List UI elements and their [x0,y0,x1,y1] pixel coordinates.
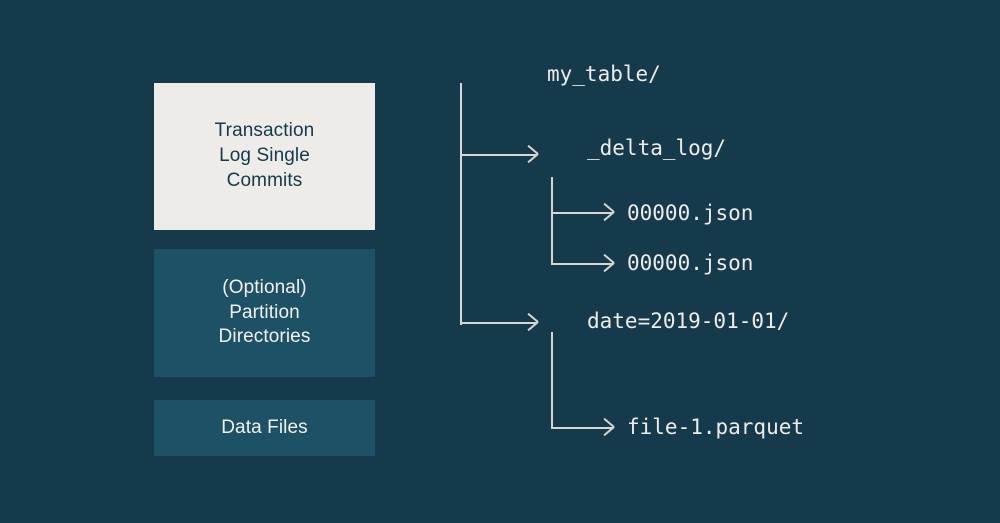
tree-node-label-date-partition: date=2019-01-01/ [587,309,790,333]
tree-trunk-root-line [460,83,462,325]
tree-node-label-json-2: 00000.json [627,251,754,275]
arrow-right-icon-delta-log [525,149,537,161]
arrow-right-icon-date-partition [525,317,537,329]
tree-branch-line-json-1 [551,212,613,214]
tree-branch-line-date-partition [460,322,537,324]
tree-node-label-parquet: file-1.parquet [627,415,805,439]
tree-node-label-my-table: my_table/ [547,62,661,86]
tree-node-label-delta-log: _delta_log/ [587,136,727,160]
tree-trunk-line-delta-log [551,177,553,265]
arrow-right-icon-json-2 [601,258,613,270]
arrow-right-icon-json-1 [601,207,613,219]
tree-node-label-json-1: 00000.json [627,201,754,225]
legend-box-partition-directories: (Optional) Partition Directories [154,249,375,377]
tree-trunk-line-date-partition [551,332,553,428]
legend-box-data-files: Data Files [154,400,375,456]
legend-box-transaction-log: Transaction Log Single Commits [154,83,375,230]
tree-branch-line-parquet [551,427,613,429]
arrow-right-icon-parquet [601,422,613,434]
tree-branch-line-delta-log [460,154,537,156]
tree-branch-line-json-2 [551,263,613,265]
